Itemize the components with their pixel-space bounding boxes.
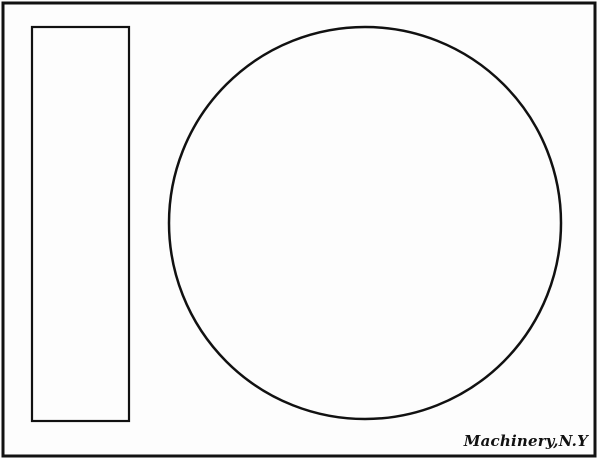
large-circle xyxy=(167,25,563,421)
tall-rectangle xyxy=(30,25,131,423)
publisher-credit: Machinery,N.Y xyxy=(463,432,588,450)
